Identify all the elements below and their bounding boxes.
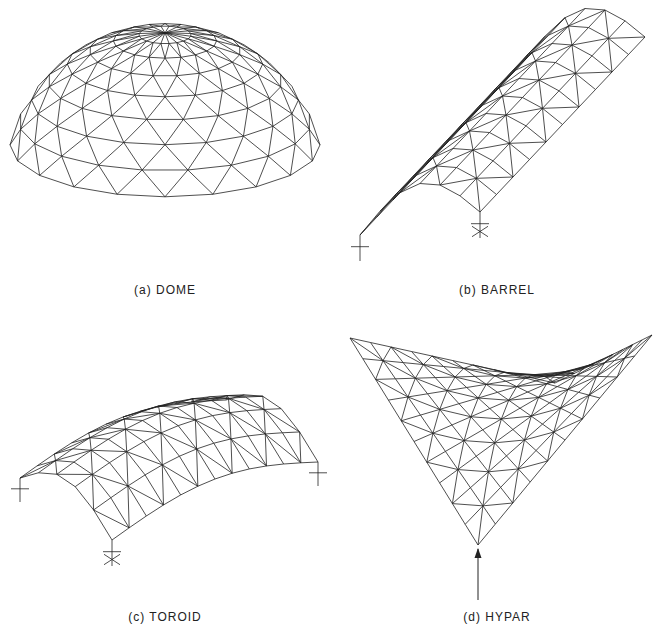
toroid-supports <box>11 462 327 566</box>
toroid-frame <box>20 395 318 540</box>
hypar-frame <box>350 335 652 545</box>
figure-caption: (d) HYPAR <box>461 610 532 624</box>
figure-caption: (b) BARREL <box>457 283 537 297</box>
barrel-supports <box>351 212 489 261</box>
figure-caption: (c) TOROID <box>126 610 204 624</box>
figure-caption: (a) DOME <box>132 283 198 297</box>
barrel-frame <box>360 9 645 236</box>
support-arrowhead <box>475 548 482 558</box>
dome-frame <box>10 24 320 197</box>
